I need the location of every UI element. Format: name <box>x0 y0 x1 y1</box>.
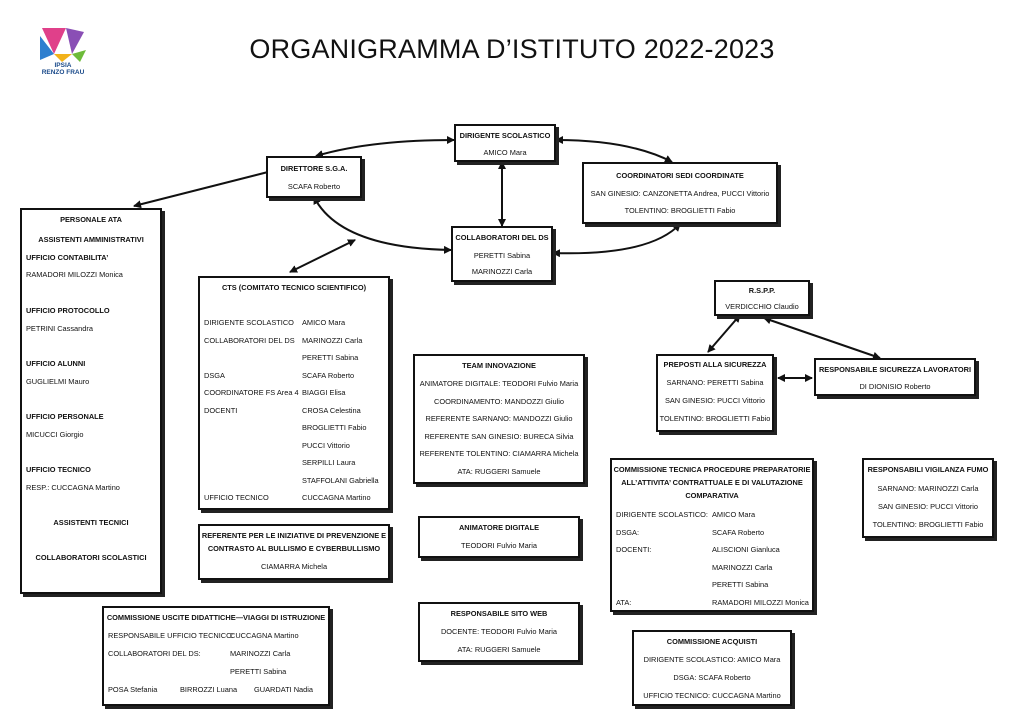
commtec-role: ATA: <box>616 597 632 607</box>
box-cts: CTS (COMITATO TECNICO SCIENTIFICO) DIRIG… <box>198 276 390 510</box>
team-line: ATA: RUGGERI Samuele <box>457 466 541 476</box>
commtec-member: PERETTI Sabina <box>712 580 769 589</box>
box-dirigente: DIRIGENTE SCOLASTICO AMICO Mara <box>454 124 556 162</box>
cts-member: MARINOZZI Carla <box>302 335 363 345</box>
box-commissione-tecnica: COMMISSIONE TECNICA PROCEDURE PREPARATOR… <box>610 458 814 612</box>
cts-member: SCAFA Roberto <box>302 370 355 380</box>
team-line: ANIMATORE DIGITALE: TEODORI Fulvio Maria <box>419 379 579 388</box>
box-rsl: RESPONSABILE SICUREZZA LAVORATORI DI DIO… <box>814 358 976 396</box>
cts-role: DOCENTI <box>204 405 238 415</box>
cts-member: CUCCAGNA Martino <box>302 493 371 502</box>
commtec-member: MARINOZZI Carla <box>712 562 773 572</box>
box-vigilanza-fumo: RESPONSABILI VIGILANZA FUMO SARNANO: MAR… <box>862 458 994 538</box>
box-animatore-digitale: ANIMATORE DIGITALE TEODORI Fulvio Maria <box>418 516 580 558</box>
box-coordinatori: COORDINATORI SEDI COORDINATE SAN GINESIO… <box>582 162 778 224</box>
arrow-ds-coord <box>555 136 673 163</box>
commtec-role: DOCENTI: <box>616 545 652 554</box>
team-line: REFERENTE SARNANO: MANDOZZI Giulio <box>425 414 573 423</box>
cts-member: AMICO Mara <box>302 318 346 327</box>
box-team-innovazione: TEAM INNOVAZIONE ANIMATORE DIGITALE: TEO… <box>413 354 585 484</box>
box-rspp: R.S.P.P. VERDICCHIO Claudio <box>714 280 810 316</box>
box-collaboratori-ds: COLLABORATORI DEL DS PERETTI Sabina MARI… <box>451 226 553 282</box>
cts-role: UFFICIO TECNICO <box>204 493 269 502</box>
cts-member: STAFFOLANI Gabriella <box>302 475 379 485</box>
team-line: COORDINAMENTO: MANDOZZI Giulio <box>433 396 565 406</box>
arrow-rspp-preposti <box>707 314 741 353</box>
commtec-member: ALISCIONI Gianluca <box>712 545 780 554</box>
school-logo <box>40 28 86 62</box>
cts-role: COLLABORATORI DEL DS <box>204 335 295 345</box>
box-commissione-uscite: COMMISSIONE USCITE DIDATTICHE—VIAGGI DI … <box>102 606 330 706</box>
arrow-ds-dsga <box>315 136 455 158</box>
cts-member: CROSA Celestina <box>302 405 361 415</box>
cts-member: PUCCI Vittorio <box>302 440 350 450</box>
commtec-role: DSGA: <box>616 527 639 537</box>
cts-member: PERETTI Sabina <box>302 353 359 362</box>
arrow-coord-collab <box>552 223 681 258</box>
commtec-member: RAMADORI MILOZZI Monica <box>712 597 809 607</box>
cts-member: SERPILLI Laura <box>302 458 356 467</box>
arrow-dsga-collab <box>313 196 452 254</box>
box-commissione-acquisti: COMMISSIONE ACQUISTI DIRIGENTE SCOLASTIC… <box>632 630 792 706</box>
box-preposti: PREPOSTI ALLA SICUREZZA SARNANO: PERETTI… <box>656 354 774 432</box>
commtec-member: AMICO Mara <box>712 510 756 519</box>
commtec-role: DIRIGENTE SCOLASTICO: <box>616 510 708 519</box>
arrow-dsga-ata <box>133 171 269 209</box>
cts-role: COORDINATORE FS Area 4 <box>204 388 299 397</box>
box-personale-ata: PERSONALE ATA ASSISTENTI AMMINISTRATIVI … <box>20 208 162 594</box>
cts-member: BIAGGI Elisa <box>302 388 346 397</box>
cts-member: BROGLIETTI Fabio <box>302 423 367 432</box>
logo-text: IPSIA RENZO FRAU <box>41 62 85 76</box>
arrow-rspp-rsl <box>763 316 881 360</box>
box-dsga: DIRETTORE S.G.A. SCAFA Roberto <box>266 156 362 198</box>
team-line: REFERENTE SAN GINESIO: BURECA Silvia <box>424 431 574 441</box>
team-line: REFERENTE TOLENTINO: CIAMARRA Michela <box>419 449 579 458</box>
page-title: ORGANIGRAMMA D’ISTITUTO 2022-2023 <box>249 34 775 64</box>
commtec-member: SCAFA Roberto <box>712 527 765 537</box>
cts-role: DSGA <box>204 370 225 380</box>
arrow-dsga-cts <box>289 239 356 273</box>
box-sito-web: RESPONSABILE SITO WEB DOCENTE: TEODORI F… <box>418 602 580 662</box>
cts-role: DIRIGENTE SCOLASTICO <box>204 318 294 327</box>
box-bullismo: REFERENTE PER LE INIZIATIVE DI PREVENZIO… <box>198 524 390 580</box>
